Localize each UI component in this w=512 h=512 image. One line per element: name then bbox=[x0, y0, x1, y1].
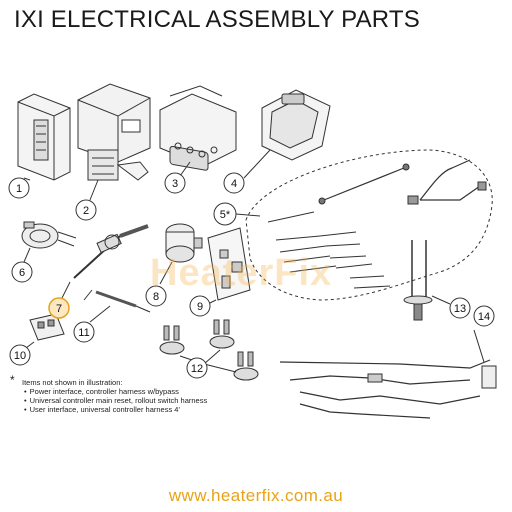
notes-header: Items not shown in illustration: bbox=[22, 378, 123, 387]
callout-12: 12 bbox=[186, 357, 208, 379]
callout-1: 1 bbox=[8, 177, 30, 199]
callout-11: 11 bbox=[73, 321, 95, 343]
part-13-rod bbox=[403, 240, 451, 321]
diagram-title: IXI ELECTRICAL ASSEMBLY PARTS bbox=[14, 6, 420, 33]
part-9-circuit-board bbox=[207, 227, 251, 305]
notes-block: * Items not shown in illustration: Power… bbox=[10, 373, 260, 414]
part-12-limit-switches bbox=[159, 319, 259, 381]
svg-text:11: 11 bbox=[78, 327, 89, 339]
footer-website-link[interactable]: www.heaterfix.com.au bbox=[168, 486, 344, 505]
svg-text:7: 7 bbox=[56, 303, 62, 315]
svg-text:2: 2 bbox=[83, 205, 89, 217]
note-item: Power interface, controller harness w/by… bbox=[24, 387, 260, 396]
svg-text:8: 8 bbox=[153, 291, 159, 303]
part-7-igniter bbox=[61, 224, 149, 299]
svg-text:3: 3 bbox=[172, 178, 178, 190]
part-1-control-module bbox=[17, 93, 71, 181]
svg-text:10: 10 bbox=[14, 350, 26, 362]
notes-list: Power interface, controller harness w/by… bbox=[24, 387, 260, 414]
callout-10: 10 bbox=[9, 344, 31, 366]
svg-text:4: 4 bbox=[231, 178, 237, 190]
callouts: 1 2 3 4 5* 6 7 8 9 10 11 12 13 14 bbox=[8, 172, 495, 379]
note-item: Universal controller main reset, rollout… bbox=[24, 396, 260, 405]
part-10-switch bbox=[25, 313, 65, 349]
part-4-cover bbox=[243, 89, 331, 179]
callout-14: 14 bbox=[473, 305, 495, 327]
part-11-sensor bbox=[83, 289, 151, 323]
svg-text:1: 1 bbox=[16, 183, 22, 195]
callout-2: 2 bbox=[75, 199, 97, 221]
svg-text:13: 13 bbox=[454, 303, 466, 315]
callout-3: 3 bbox=[164, 172, 186, 194]
part-14-main-harness bbox=[279, 329, 497, 419]
note-item: User interface, universal controller har… bbox=[24, 405, 260, 414]
brand-watermark: HeaterFix bbox=[150, 252, 333, 294]
part-3-wall-controller bbox=[159, 85, 237, 177]
callout-7: 7 bbox=[48, 297, 70, 319]
callout-8: 8 bbox=[145, 285, 167, 307]
callout-6: 6 bbox=[11, 261, 33, 283]
svg-text:6: 6 bbox=[19, 267, 25, 279]
part-8-gas-valve bbox=[159, 223, 203, 285]
asterisk-symbol: * bbox=[10, 373, 15, 387]
callout-9: 9 bbox=[189, 295, 211, 317]
svg-text:12: 12 bbox=[191, 363, 203, 375]
svg-text:14: 14 bbox=[478, 311, 490, 323]
part-5-harness-group bbox=[235, 149, 493, 301]
part-6-pressure-switch bbox=[21, 221, 77, 263]
svg-text:9: 9 bbox=[197, 301, 203, 313]
callout-4: 4 bbox=[223, 172, 245, 194]
callout-5: 5* bbox=[213, 202, 237, 226]
part-2-transformer bbox=[77, 83, 151, 201]
svg-text:5*: 5* bbox=[220, 209, 231, 221]
callout-13: 13 bbox=[449, 297, 471, 319]
